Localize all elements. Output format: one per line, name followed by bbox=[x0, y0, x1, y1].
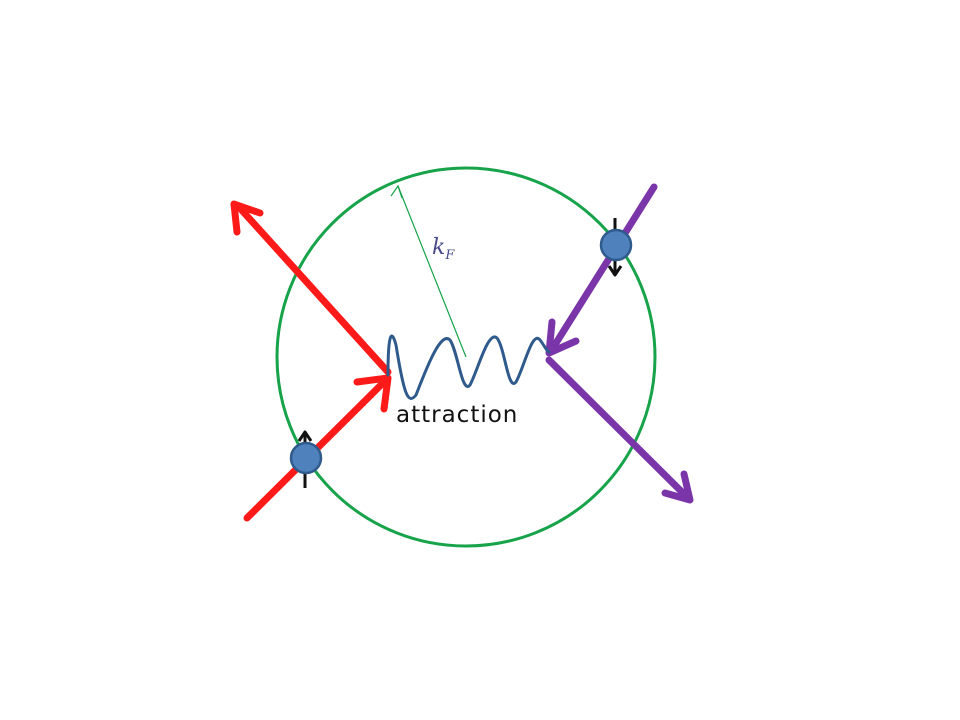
spin-down-outgoing-line bbox=[545, 356, 692, 502]
fermi-circle bbox=[275, 166, 657, 548]
spin-down-particle-icon bbox=[599, 218, 633, 277]
spin-down-outgoing-arrowhead bbox=[661, 470, 694, 504]
spin-down-incoming-line bbox=[547, 183, 658, 355]
fermi-radius-line bbox=[397, 185, 467, 358]
fermi-radius-arrowhead bbox=[390, 184, 403, 199]
spin-up-particle-icon bbox=[289, 430, 323, 488]
spin-up-incoming-arrowhead bbox=[353, 374, 392, 413]
attraction-spring bbox=[386, 334, 551, 400]
attraction-label: attraction bbox=[396, 402, 518, 428]
fermi-radius-label: kF bbox=[432, 235, 455, 263]
spin-up-outgoing-line bbox=[234, 202, 392, 376]
fermi-radius-label-sub: F bbox=[444, 248, 455, 263]
spin-up-outgoing-arrowhead bbox=[230, 200, 264, 236]
fermi-radius-label-main: k bbox=[432, 235, 445, 260]
